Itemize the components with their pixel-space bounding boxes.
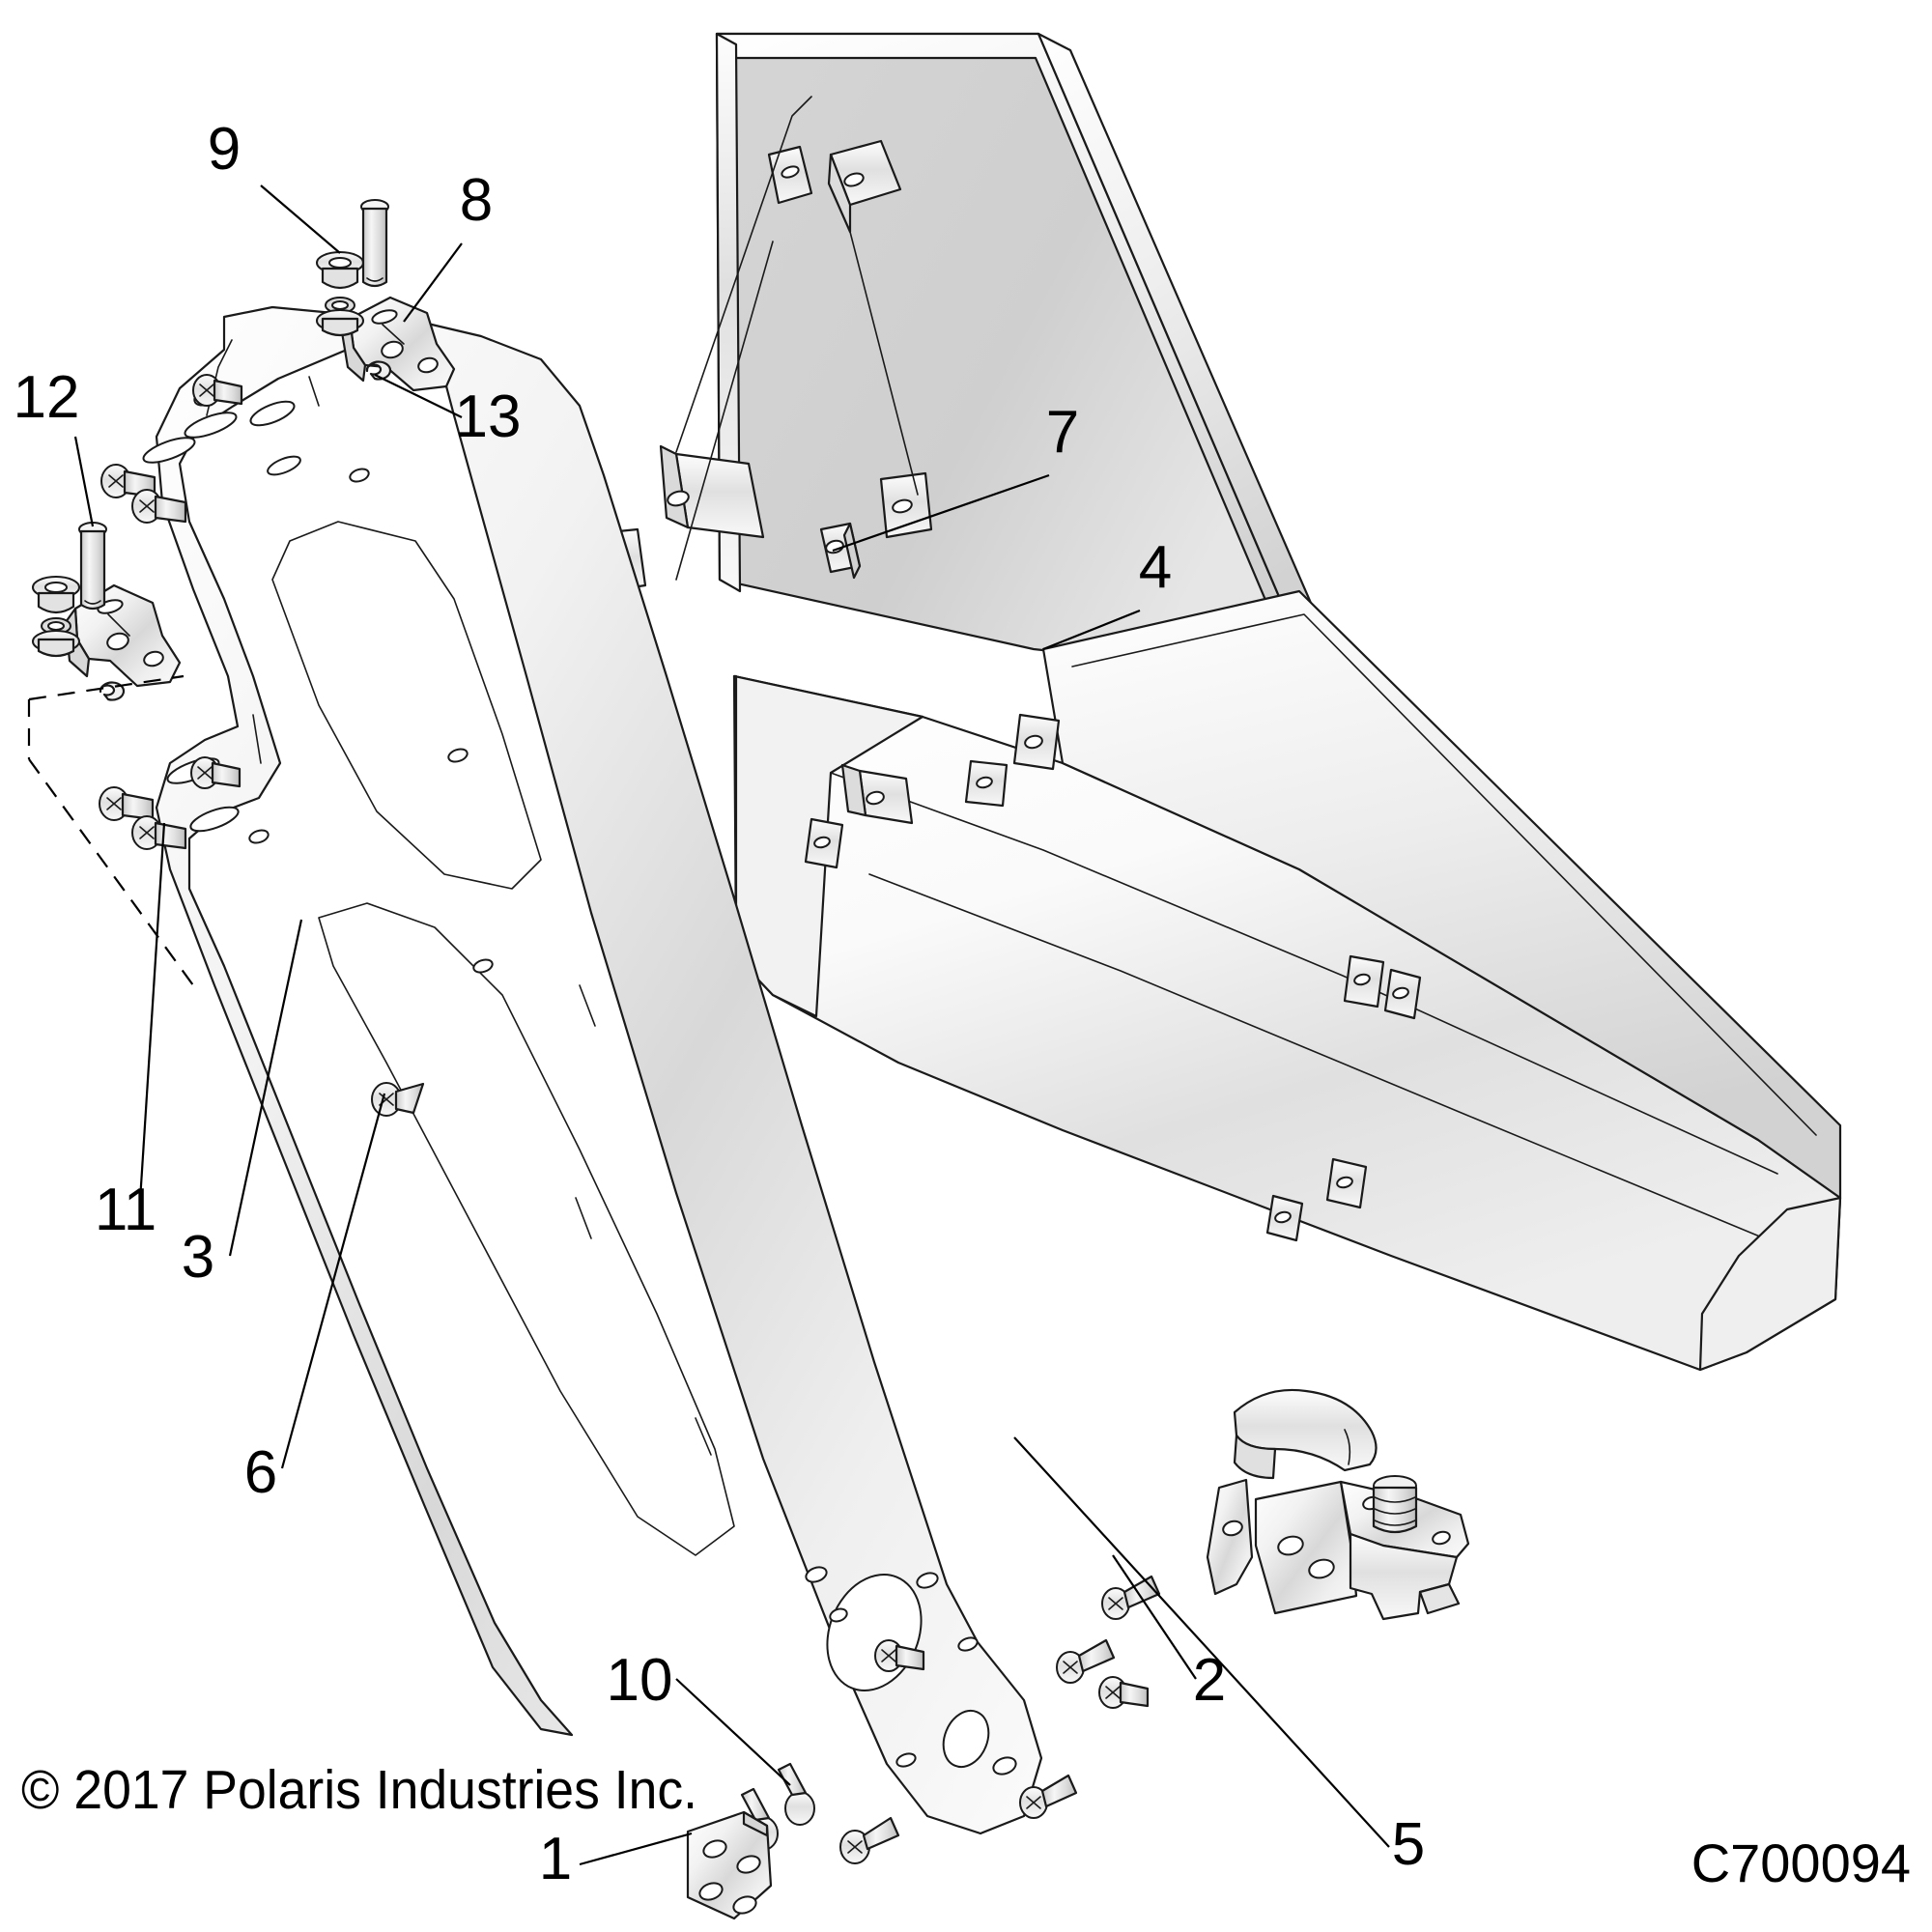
frame-upper-mount-pad (142, 389, 494, 974)
part-hinge-pin[interactable] (78, 522, 107, 611)
part-striker-plate[interactable] (686, 1810, 773, 1920)
alignment-dash-diag (28, 758, 194, 986)
push-rivet (1019, 1774, 1078, 1819)
alignment-dash-top (28, 674, 185, 701)
frame-bottom-holes (805, 1566, 1017, 1776)
callout-11[interactable]: 11 (95, 1177, 156, 1243)
leader-lines (73, 185, 1390, 1866)
door-lower-rail (1041, 589, 1842, 1200)
screw-installed (192, 374, 243, 407)
screw (99, 786, 155, 821)
push-rivet (371, 1082, 425, 1117)
leader-11 (138, 822, 166, 1202)
door-panel-bottom-return (1698, 1196, 1842, 1372)
leader-3 (228, 919, 303, 1257)
door-upper-left-flange (715, 32, 742, 593)
part-door-outer-panel[interactable] (597, 32, 1842, 1372)
leader-6 (280, 1093, 386, 1469)
part-hinge-pin-upper[interactable] (360, 199, 389, 288)
callout-numbers: 9 8 13 12 11 3 6 10 1 5 2 7 4 (14, 116, 1426, 1892)
callout-6[interactable]: 6 (244, 1439, 277, 1506)
callout-12[interactable]: 12 (14, 364, 80, 431)
leader-10 (675, 1678, 791, 1786)
callout-1[interactable]: 1 (539, 1826, 572, 1892)
screw-installed (874, 1639, 925, 1672)
leader-7 (832, 473, 1050, 553)
callout-7[interactable]: 7 (1046, 399, 1079, 466)
push-rivet (1101, 1575, 1161, 1620)
screw-installed (1098, 1676, 1150, 1709)
part-latch-assembly[interactable] (1206, 1388, 1470, 1621)
push-rivet (777, 1762, 815, 1826)
leader-4 (1042, 609, 1141, 651)
callout-13[interactable]: 13 (455, 384, 522, 450)
leader-8 (403, 242, 463, 323)
leader-2 (1112, 1554, 1197, 1680)
callout-8[interactable]: 8 (460, 167, 493, 234)
callout-9[interactable]: 9 (208, 116, 241, 183)
leader-5 (1013, 1436, 1390, 1848)
callout-2[interactable]: 2 (1193, 1647, 1226, 1714)
latch-claw (1349, 1532, 1459, 1621)
leader-13 (374, 374, 463, 418)
leader-1 (579, 1832, 693, 1866)
part-door-frame[interactable] (141, 305, 1043, 1835)
latch-spring (1372, 1475, 1418, 1534)
push-rivet (839, 1816, 900, 1864)
part-e-clip-upper[interactable] (365, 360, 392, 381)
push-rivet (1056, 1638, 1116, 1684)
screw-installed (190, 756, 242, 789)
screw (131, 489, 187, 524)
copyright-notice: © 2017 Polaris Industries Inc. (21, 1759, 697, 1821)
callout-5[interactable]: 5 (1392, 1811, 1425, 1878)
callout-3[interactable]: 3 (182, 1224, 214, 1291)
callout-4[interactable]: 4 (1139, 534, 1172, 601)
part-upper-hinge-bracket[interactable] (340, 296, 456, 392)
drawing-number: C700094 (1691, 1833, 1911, 1893)
callout-10[interactable]: 10 (607, 1647, 673, 1714)
leader-12 (73, 436, 95, 527)
leader-9 (260, 185, 341, 254)
latch-side-bracket (1206, 1478, 1254, 1596)
lower-hinge-assembly[interactable] (27, 522, 194, 986)
part-hinge-bushing[interactable] (316, 251, 364, 337)
latch-mount-plate (1254, 1480, 1358, 1615)
